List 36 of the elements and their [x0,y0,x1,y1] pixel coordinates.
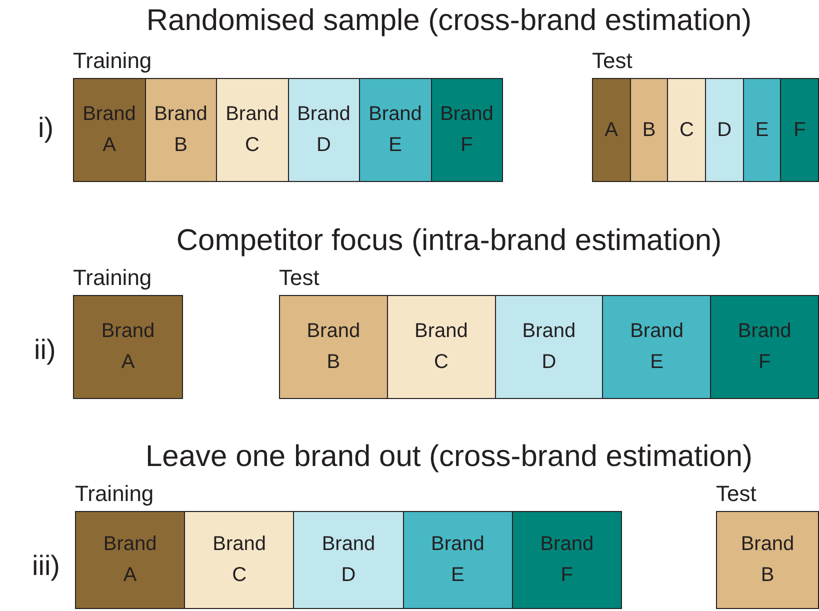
section-title: Leave one brand out (cross-brand estimation) [146,440,752,474]
data-segment: Brand B [144,79,216,181]
data-segment: Brand F [512,512,622,608]
data-segment: Brand B [717,512,818,608]
data-segment: Brand E [402,512,512,608]
group-heading: Training [73,48,152,75]
group-heading: Training [73,265,152,292]
group-heading: Test [592,48,632,75]
section-title: Competitor focus (intra-brand estimation) [176,224,722,258]
group-heading: Test [279,265,320,292]
data-segment: Brand C [184,512,294,608]
data-segment: E [742,79,780,181]
group-heading: Training [75,481,154,508]
data-segment: Brand A [74,296,182,398]
data-segment: Brand E [602,296,710,398]
data-segment: Brand D [494,296,602,398]
data-segment: D [705,79,743,181]
data-segment: Brand C [386,296,495,398]
data-segment: Brand F [430,79,502,181]
row-numeral: ii) [34,334,56,366]
data-segment: A [593,79,630,181]
data-segment: Brand F [710,296,818,398]
section-title: Randomised sample (cross-brand estimation) [146,4,752,38]
data-segment: Brand B [280,296,387,398]
data-segment: C [667,79,706,181]
data-segment: B [630,79,668,181]
data-segment: Brand A [76,512,184,608]
row-numeral: i) [38,112,54,144]
data-segment: Brand C [216,79,288,181]
data-segment: Brand D [293,512,403,608]
data-segment: F [780,79,818,181]
row-numeral: iii) [32,550,60,582]
data-segment: Brand E [359,79,430,181]
group-heading: Test [716,481,756,508]
data-segment: Brand A [74,79,144,181]
data-segment: Brand D [288,79,359,181]
